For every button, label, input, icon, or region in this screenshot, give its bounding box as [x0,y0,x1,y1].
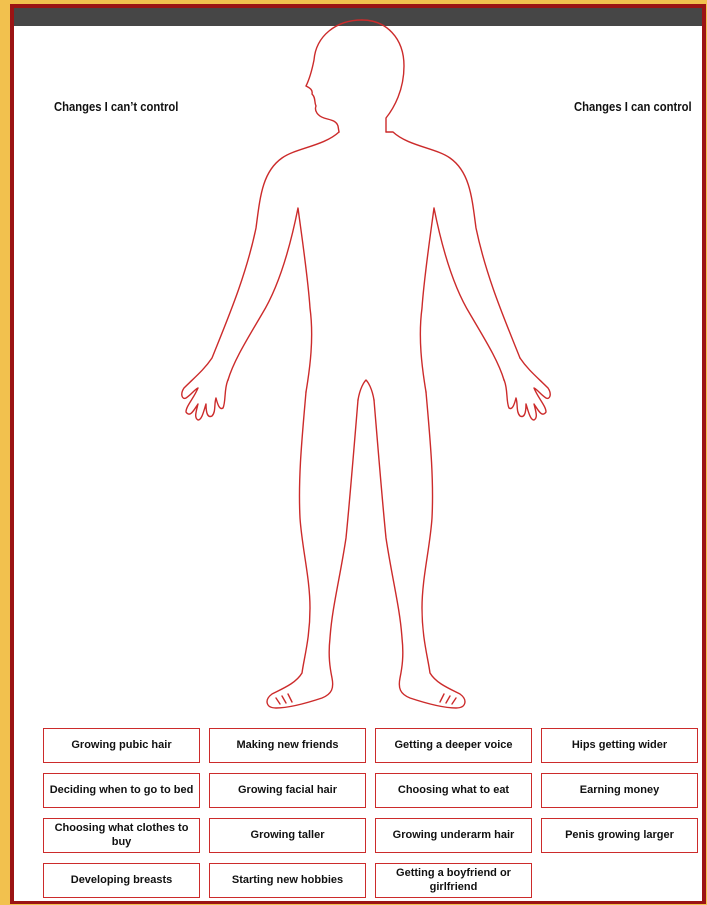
card-growing-underarm-hair[interactable]: Growing underarm hair [375,818,532,853]
card-getting-boyfriend-or-girlfriend[interactable]: Getting a boyfriend or girlfriend [375,863,532,898]
card-penis-growing-larger[interactable]: Penis growing larger [541,818,698,853]
card-growing-taller[interactable]: Growing taller [209,818,366,853]
card-hips-getting-wider[interactable]: Hips getting wider [541,728,698,763]
card-choosing-what-clothes-to-buy[interactable]: Choosing what clothes to buy [43,818,200,853]
card-growing-facial-hair[interactable]: Growing facial hair [209,773,366,808]
card-making-new-friends[interactable]: Making new friends [209,728,366,763]
card-developing-breasts[interactable]: Developing breasts [43,863,200,898]
card-growing-pubic-hair[interactable]: Growing pubic hair [43,728,200,763]
human-body-outline-icon [14,8,706,728]
card-choosing-what-to-eat[interactable]: Choosing what to eat [375,773,532,808]
card-deciding-when-to-go-to-bed[interactable]: Deciding when to go to bed [43,773,200,808]
card-getting-deeper-voice[interactable]: Getting a deeper voice [375,728,532,763]
worksheet-page: Changes I can’t control Changes I can co… [10,4,706,904]
card-earning-money[interactable]: Earning money [541,773,698,808]
card-starting-new-hobbies[interactable]: Starting new hobbies [209,863,366,898]
cards-grid: Growing pubic hair Making new friends Ge… [43,728,698,898]
